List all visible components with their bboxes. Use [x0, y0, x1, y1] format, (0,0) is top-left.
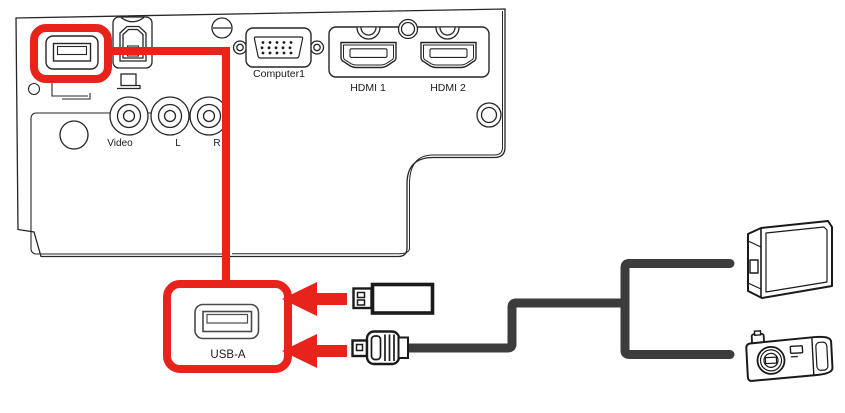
hidden-port-icons: [27, 82, 91, 100]
screw-hole-icon: [476, 102, 502, 128]
highlight-group: [30, 24, 292, 373]
callout-usb-a-port-icon: [194, 303, 260, 340]
usb-cable: [407, 259, 735, 359]
hdmi1-port-icon: [340, 41, 397, 69]
rca-audio-r-jack-icon: [189, 96, 229, 136]
callout-highlight-box: [163, 280, 292, 373]
audio-l-label: L: [175, 138, 181, 149]
screw-icon: [397, 18, 419, 40]
usb-a-port-icon: [45, 35, 99, 70]
callout-usb-a-label: USB-A: [210, 349, 245, 361]
port-highlight-box: [30, 24, 112, 83]
hdmi-group: [328, 18, 490, 78]
camera-icon: [745, 330, 834, 382]
projector-panel: [15, 8, 506, 258]
cable-branches: [620, 259, 735, 359]
callout-connector-line: [104, 47, 230, 286]
rca-audio-l-jack-icon: [150, 96, 190, 136]
panel-outline: [15, 8, 506, 258]
hdmi2-label: HDMI 2: [430, 82, 466, 94]
cable-main-run: [407, 298, 627, 353]
audio-r-label: R: [213, 138, 220, 149]
usb-flash-drive-icon: [352, 282, 435, 315]
usb-b-port-icon: [112, 16, 153, 69]
upper-arrow-icon: [282, 282, 347, 316]
external-drive-icon: [747, 220, 833, 299]
video-label: Video: [107, 138, 133, 149]
hdmi1-label: HDMI 1: [350, 82, 386, 94]
computer-symbol-icon: [117, 73, 141, 90]
usb-cable-plug-icon: [351, 330, 409, 366]
computer1-label: Computer1: [253, 68, 305, 80]
hdmi2-port-icon: [420, 41, 477, 69]
panel-outline-inner: [232, 11, 503, 255]
rca-video-jack-icon: [109, 96, 149, 136]
lower-arrow-icon: [282, 334, 347, 368]
screw-icon: [211, 17, 233, 39]
arrow-group: [282, 282, 347, 368]
security-slot-icon: [59, 120, 89, 150]
vga-port-icon: [232, 27, 325, 68]
